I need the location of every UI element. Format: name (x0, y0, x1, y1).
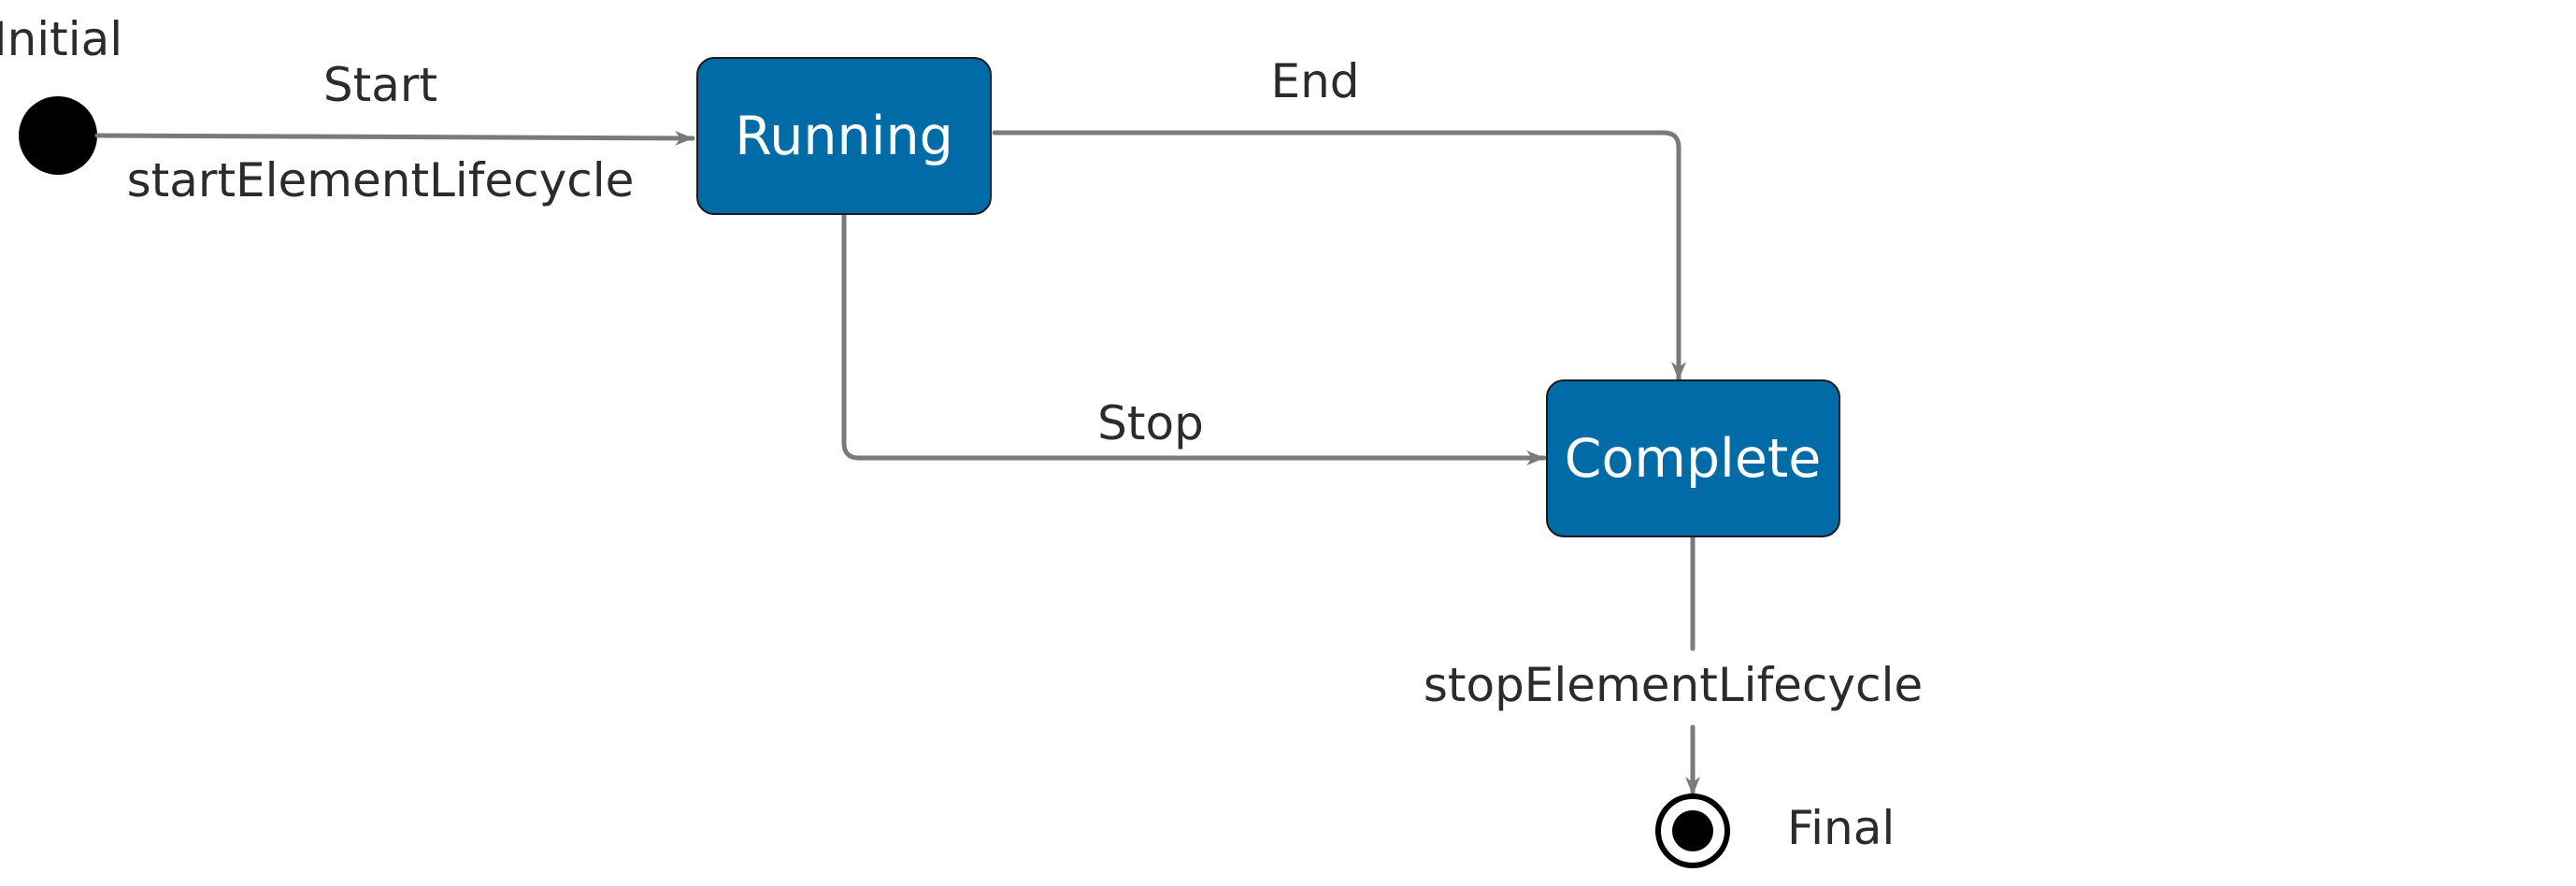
stop-transition-edge (841, 211, 1547, 465)
finish-transition-action: stopElementLifecycle (1424, 658, 1923, 712)
initial-label: Initial (0, 12, 122, 66)
running-state-label: Running (735, 106, 953, 167)
final-label: Final (1787, 801, 1895, 855)
running-state (696, 57, 992, 215)
initial-node (19, 96, 97, 175)
end-transition-edge (992, 130, 1686, 382)
stop-transition-label: Stop (1097, 396, 1204, 450)
start-transition-action: startElementLifecycle (127, 153, 635, 207)
start-transition-label: Start (323, 58, 437, 112)
end-transition-label: End (1270, 54, 1359, 108)
complete-state (1546, 379, 1840, 537)
complete-state-label: Complete (1565, 428, 1822, 490)
final-node-core (1672, 810, 1713, 851)
start-transition-edge (94, 130, 695, 146)
